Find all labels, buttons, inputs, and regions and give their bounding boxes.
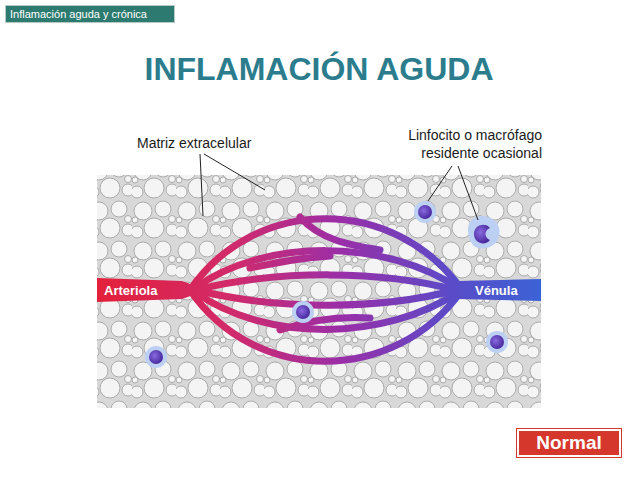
matrix-label: Matriz extracelular [137, 135, 251, 152]
arteriole-vessel [97, 278, 197, 302]
node-text: Normal [536, 432, 601, 454]
venule-vessel [444, 279, 541, 301]
state-badge: Normal [517, 429, 621, 457]
arteriole-label: Arteriola [104, 283, 157, 298]
venule-label: Vénula [475, 283, 518, 298]
capillary-bed [190, 217, 462, 361]
node-text: Inflamación aguda y crónica [10, 7, 147, 22]
cell-label: Linfocito o macrófago residente ocasiona… [372, 126, 542, 162]
resident-cells [145, 201, 508, 368]
section-tab: Inflamación aguda y crónica [5, 5, 175, 23]
leader-lines [200, 154, 478, 220]
slide-title: INFLAMACIÓN AGUDA [0, 50, 638, 88]
